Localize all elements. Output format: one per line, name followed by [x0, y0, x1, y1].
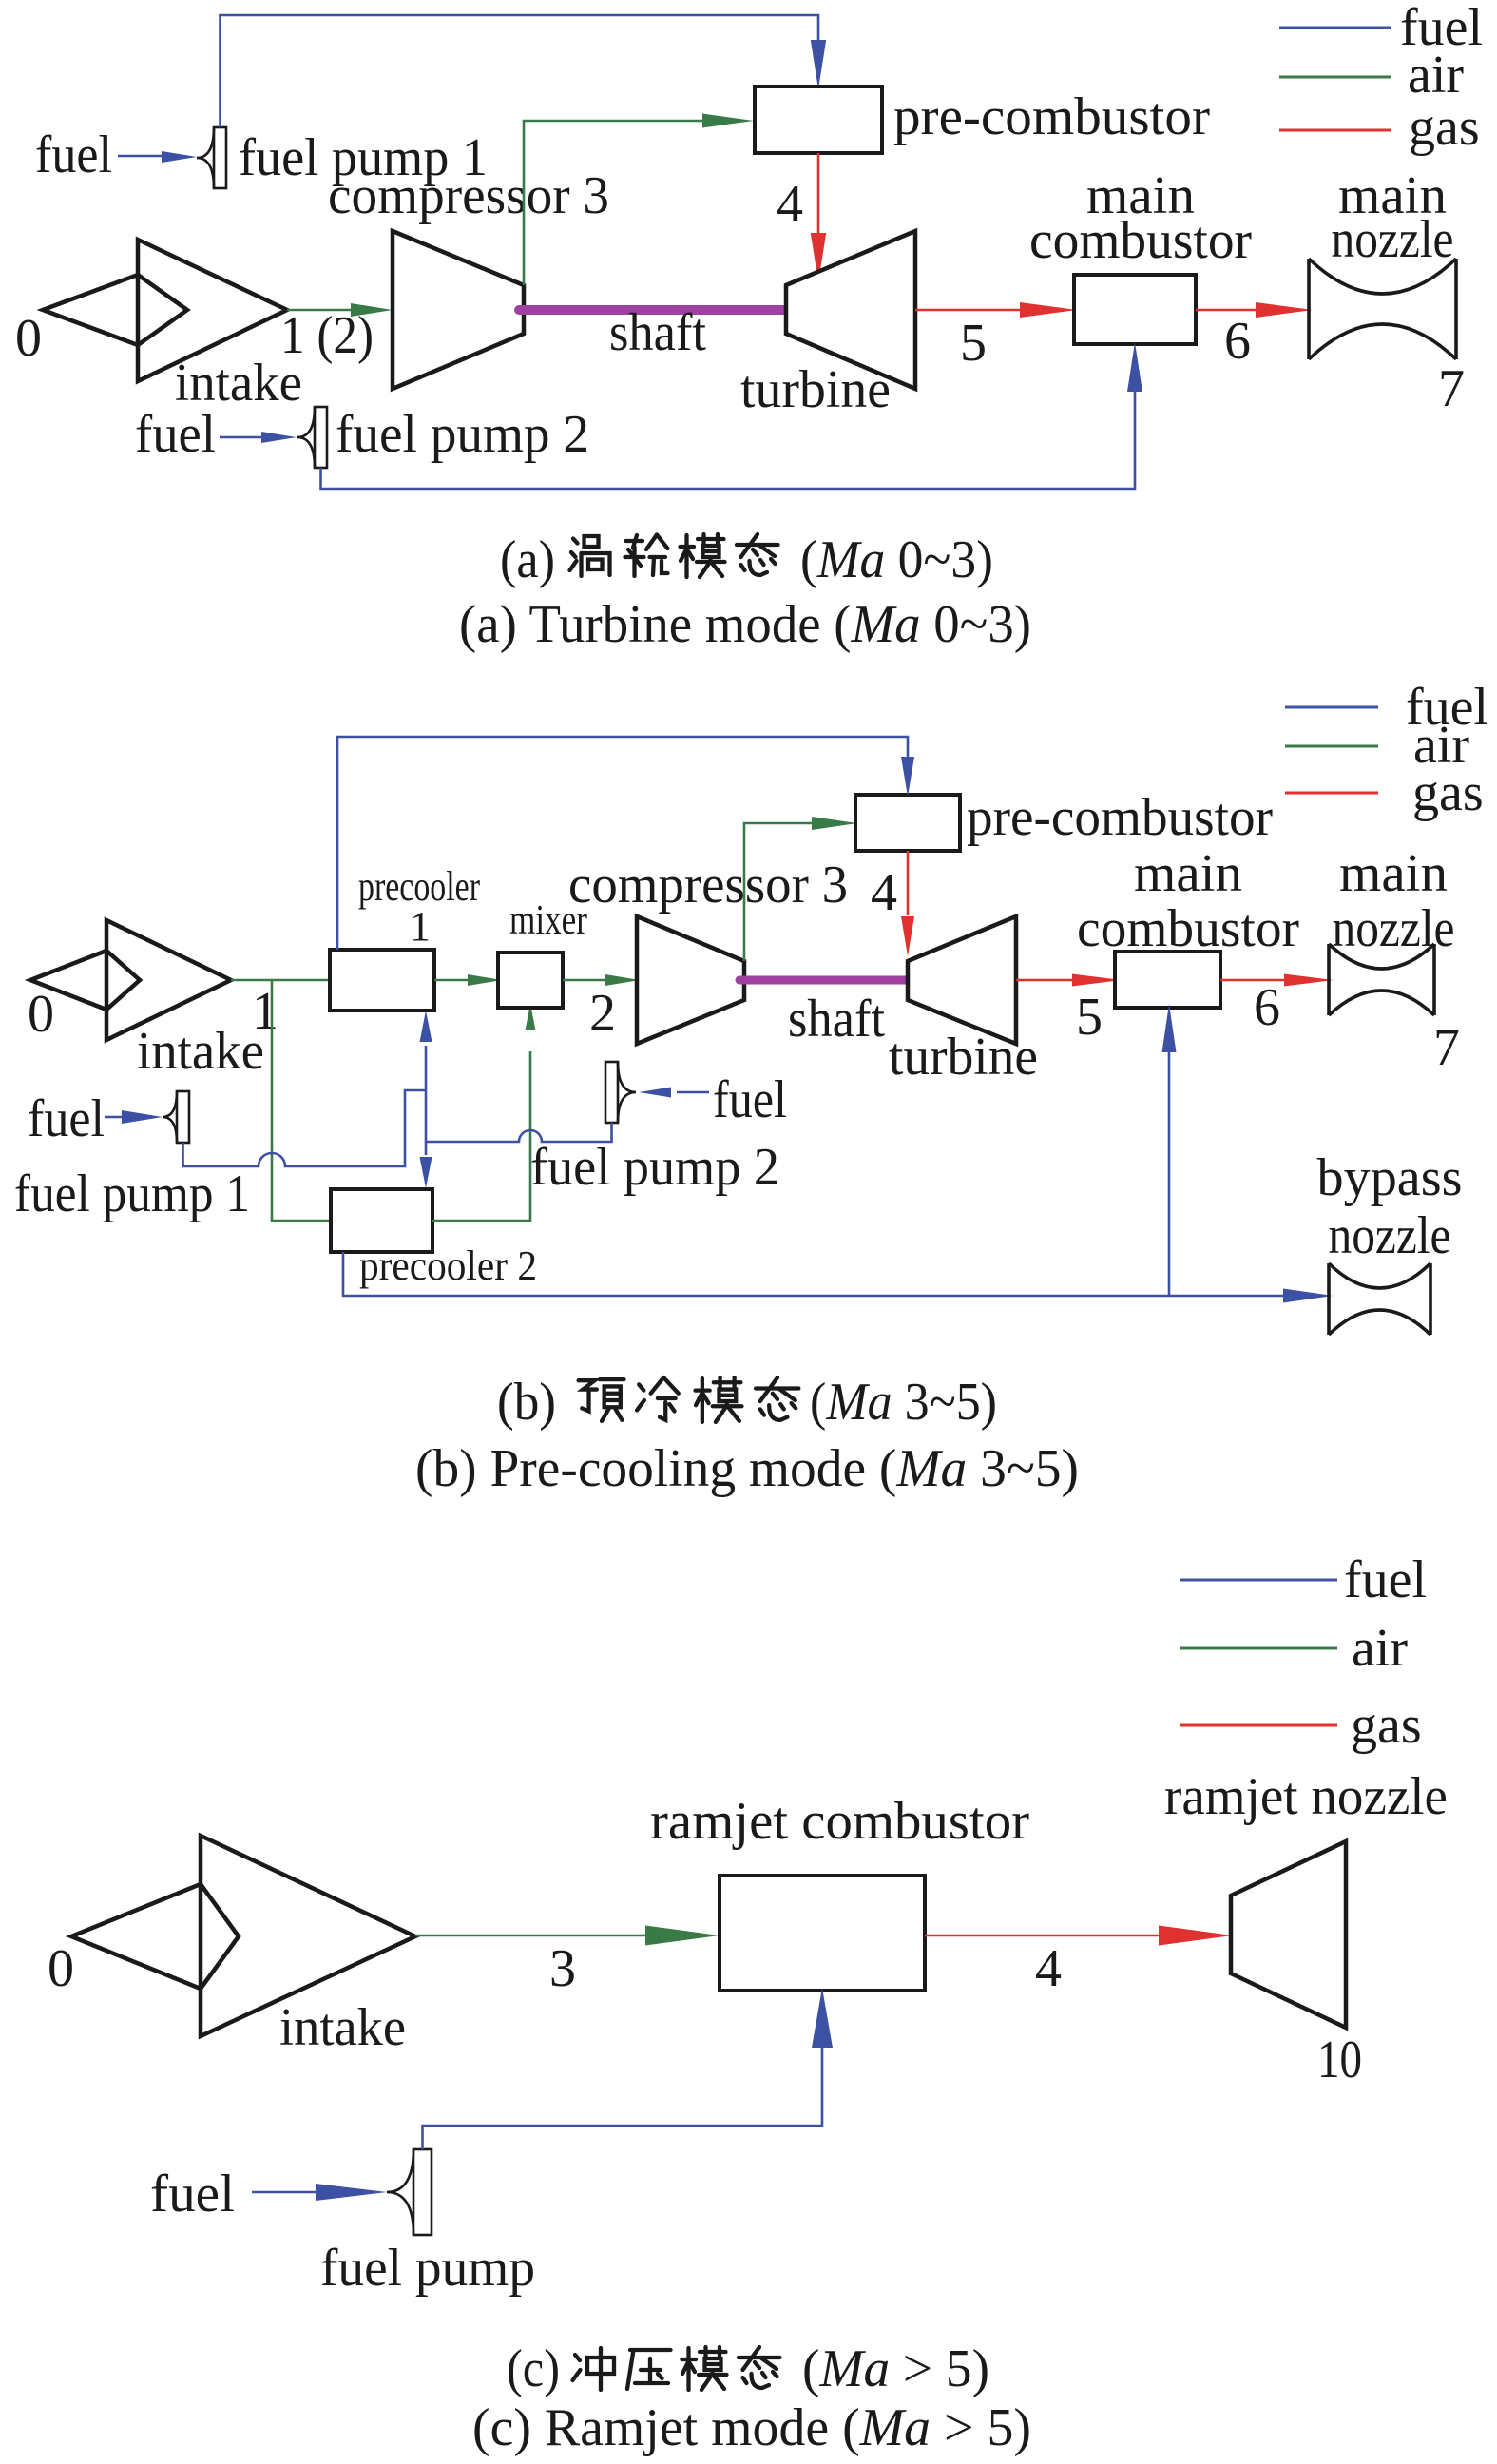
svg-text:air: air	[1352, 1619, 1408, 1678]
svg-text:ramjet combustor: ramjet combustor	[650, 1792, 1029, 1851]
svg-text:fuel: fuel	[135, 405, 216, 464]
svg-text:7: 7	[1433, 1018, 1460, 1077]
svg-text:air: air	[1413, 716, 1469, 775]
svg-text:nozzle: nozzle	[1332, 210, 1454, 269]
svg-text:combustor: combustor	[1029, 211, 1252, 270]
svg-text:fuel pump: fuel pump	[320, 2239, 535, 2298]
svg-text:fuel: fuel	[1344, 1550, 1427, 1609]
svg-text:1: 1	[252, 982, 278, 1041]
svg-text:(Ma 3~5): (Ma 3~5)	[810, 1373, 997, 1432]
svg-text:compressor 3: compressor 3	[568, 856, 848, 914]
svg-text:3: 3	[549, 1939, 576, 1998]
svg-text:5: 5	[1076, 988, 1103, 1047]
svg-text:1: 1	[410, 903, 431, 950]
svg-text:4: 4	[1035, 1939, 1062, 1998]
svg-text:(c): (c)	[507, 2339, 560, 2398]
svg-text:2: 2	[589, 984, 616, 1043]
svg-text:main: main	[1086, 166, 1195, 225]
svg-text:gas: gas	[1409, 98, 1480, 157]
svg-text:pre-combustor: pre-combustor	[893, 87, 1210, 146]
svg-text:nozzle: nozzle	[1329, 1206, 1451, 1265]
svg-text:(b) Pre-cooling mode (Ma 3~5): (b) Pre-cooling mode (Ma 3~5)	[415, 1439, 1079, 1498]
svg-text:fuel pump 1: fuel pump 1	[14, 1165, 250, 1223]
svg-text:nozzle: nozzle	[1333, 899, 1455, 958]
svg-text:10: 10	[1317, 2031, 1362, 2089]
svg-text:1 (2): 1 (2)	[280, 306, 374, 365]
svg-text:precooler: precooler	[358, 863, 480, 910]
svg-text:6: 6	[1254, 978, 1280, 1037]
svg-text:fuel pump 1: fuel pump 1	[239, 128, 488, 187]
svg-text:bypass: bypass	[1317, 1148, 1463, 1207]
svg-text:(a): (a)	[500, 530, 555, 589]
svg-text:5: 5	[960, 314, 987, 373]
svg-text:intake: intake	[279, 1998, 406, 2057]
svg-text:0: 0	[48, 1939, 74, 1998]
svg-text:(Ma 0~3): (Ma 0~3)	[800, 530, 993, 589]
svg-text:intake: intake	[137, 1022, 264, 1081]
svg-text:(a) Turbine mode (Ma 0~3): (a) Turbine mode (Ma 0~3)	[459, 595, 1031, 654]
svg-text:7: 7	[1438, 359, 1465, 418]
svg-text:turbine: turbine	[740, 360, 891, 419]
svg-text:fuel: fuel	[35, 125, 112, 184]
svg-text:air: air	[1408, 46, 1464, 105]
svg-text:compressor 3: compressor 3	[328, 166, 609, 225]
svg-text:4: 4	[871, 863, 897, 922]
svg-text:main: main	[1339, 844, 1448, 903]
svg-text:mixer: mixer	[509, 896, 587, 943]
svg-text:fuel: fuel	[1400, 0, 1483, 57]
svg-text:fuel pump 2: fuel pump 2	[530, 1138, 779, 1197]
svg-text:intake: intake	[175, 354, 302, 413]
svg-text:(Ma > 5): (Ma > 5)	[802, 2339, 989, 2398]
svg-text:shaft: shaft	[788, 990, 885, 1049]
svg-text:ramjet nozzle: ramjet nozzle	[1164, 1767, 1448, 1826]
svg-text:fuel: fuel	[150, 2165, 235, 2223]
svg-text:0: 0	[28, 985, 54, 1044]
svg-text:(b): (b)	[497, 1373, 556, 1432]
svg-text:gas: gas	[1351, 1696, 1422, 1755]
svg-text:0: 0	[15, 309, 42, 368]
svg-text:fuel: fuel	[1406, 678, 1488, 737]
svg-text:fuel: fuel	[28, 1089, 105, 1148]
svg-text:gas: gas	[1412, 763, 1484, 822]
svg-text:main: main	[1338, 166, 1447, 225]
svg-text:main: main	[1134, 844, 1242, 903]
svg-text:4: 4	[777, 175, 803, 234]
svg-text:combustor: combustor	[1077, 899, 1299, 958]
svg-text:6: 6	[1224, 312, 1251, 371]
svg-text:precooler 2: precooler 2	[359, 1242, 537, 1289]
svg-text:fuel pump 2: fuel pump 2	[336, 405, 589, 464]
svg-text:(c) Ramjet mode (Ma > 5): (c) Ramjet mode (Ma > 5)	[472, 2398, 1031, 2457]
svg-text:fuel: fuel	[713, 1070, 787, 1129]
svg-text:pre-combustor: pre-combustor	[967, 788, 1273, 847]
svg-text:turbine: turbine	[889, 1028, 1038, 1087]
svg-text:shaft: shaft	[609, 303, 706, 362]
